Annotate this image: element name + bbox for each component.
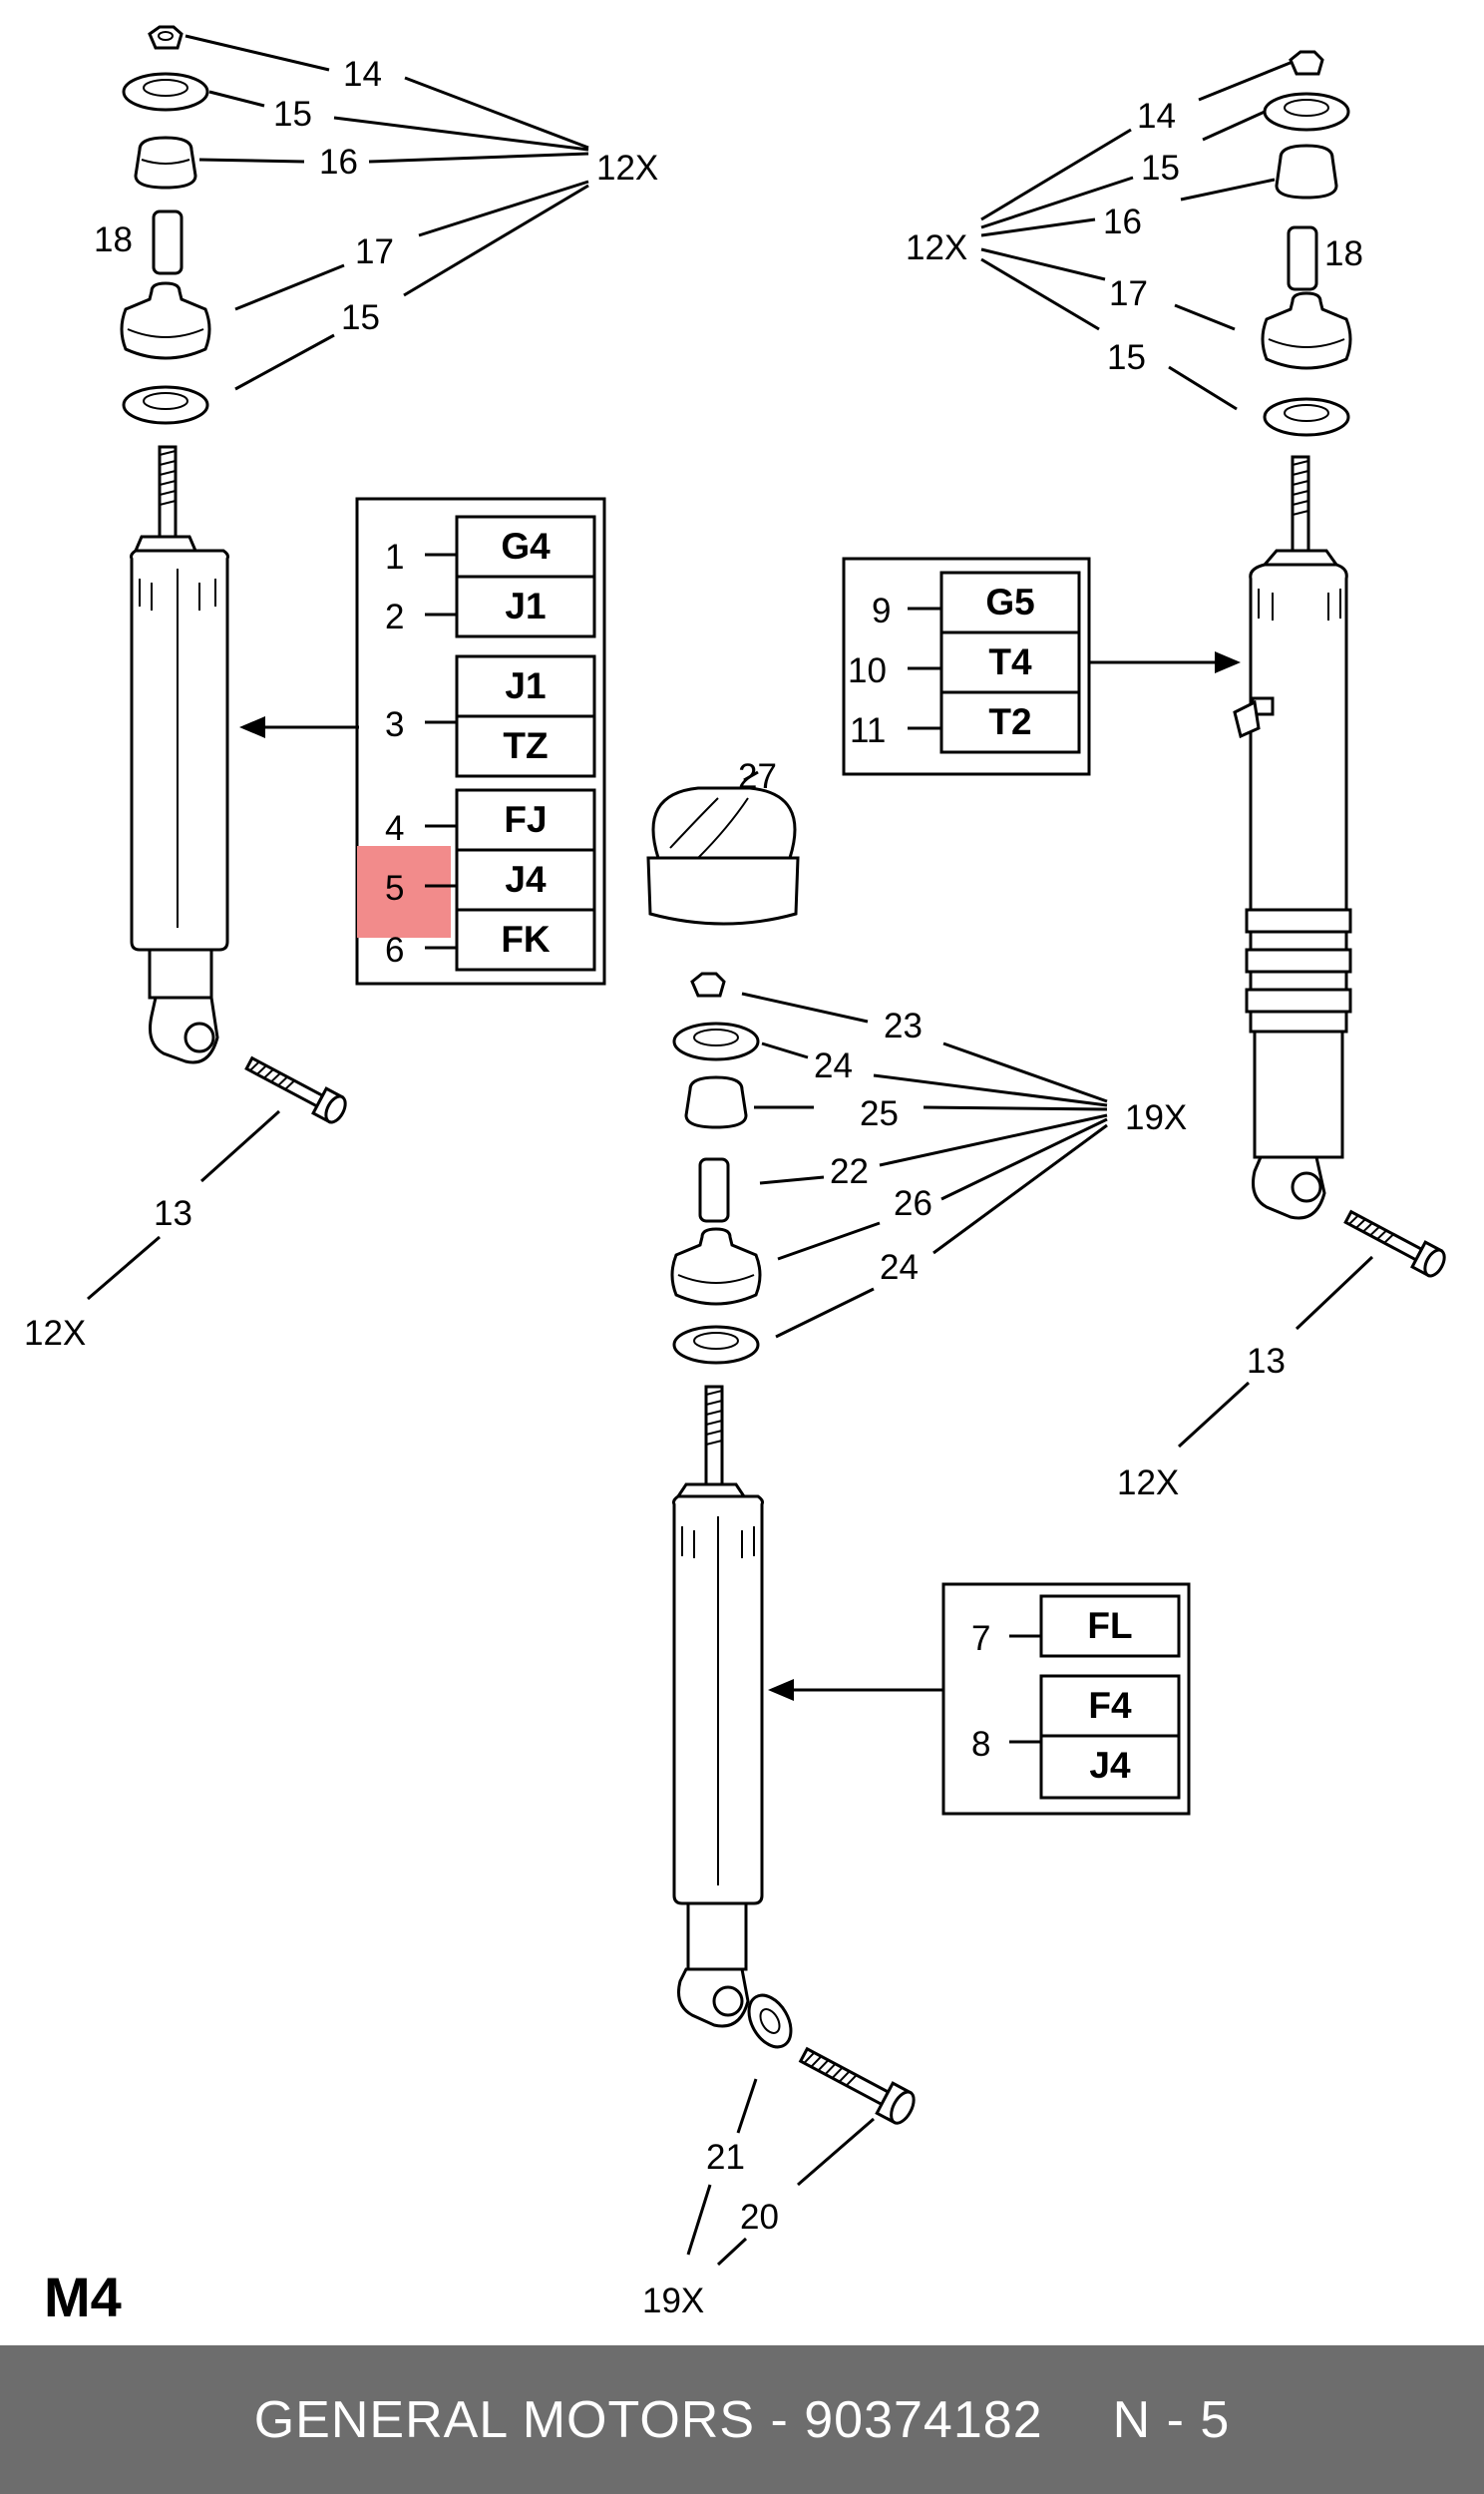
- code-g5: G5: [985, 582, 1034, 623]
- right-leaders: [980, 60, 1374, 1449]
- dust-cap-27: [646, 770, 800, 926]
- callout-25: 25: [860, 1094, 899, 1133]
- callout-13: 13: [154, 1194, 192, 1233]
- code-f4: F4: [1088, 1685, 1132, 1726]
- callout-18: 18: [1324, 234, 1363, 273]
- callout-20: 20: [740, 2198, 779, 2237]
- center-leaders: [686, 992, 1108, 2267]
- callout-23: 23: [884, 1007, 923, 1045]
- exploded-parts-diagram: 14 15 16 18 17 15 12X 13 12X 1 2 3 4 5 6…: [24, 25, 1446, 2328]
- callout-17: 17: [355, 232, 394, 271]
- code-fk: FK: [501, 919, 551, 960]
- code-g4: G4: [501, 526, 551, 567]
- callout-24: 24: [814, 1046, 853, 1085]
- code-labels: G4 J1 J1 TZ FJ J4 FK G5 T4 T2 FL F4 J4: [501, 526, 1132, 1786]
- right-shock-assembly: [1233, 50, 1446, 1278]
- left-shock-assembly: [120, 25, 347, 1124]
- callout-18: 18: [94, 220, 133, 259]
- callout-13: 13: [1247, 1342, 1286, 1381]
- callout-15: 15: [1107, 338, 1146, 377]
- qty-12x: 12X: [1117, 1463, 1179, 1502]
- center-code-table: [941, 1582, 1191, 1816]
- qty-19x: 19X: [1125, 1098, 1187, 1137]
- callout-15: 15: [1141, 149, 1180, 188]
- callout-10: 10: [848, 651, 887, 690]
- left-code-table: [355, 497, 606, 986]
- callout-8: 8: [971, 1725, 990, 1764]
- code-tz: TZ: [503, 725, 548, 766]
- callout-labels: 14 15 16 18 17 15 12X 13 12X 1 2 3 4 5 6…: [24, 55, 1363, 2320]
- center-shock-assembly: [670, 972, 916, 2125]
- callout-22: 22: [830, 1152, 869, 1191]
- callout-15: 15: [341, 298, 380, 337]
- callout-15: 15: [273, 95, 312, 134]
- callout-16: 16: [319, 143, 358, 182]
- code-j4: J4: [505, 859, 547, 900]
- callout-24: 24: [880, 1248, 919, 1287]
- qty-12x: 12X: [906, 228, 967, 267]
- page-code: M4: [44, 2266, 122, 2328]
- footer-separator: -: [770, 2390, 789, 2449]
- footer-page: N - 5: [1112, 2390, 1231, 2449]
- callout-5: 5: [385, 869, 404, 908]
- code-j1: J1: [505, 586, 546, 626]
- callout-27: 27: [738, 757, 777, 796]
- qty-12x: 12X: [24, 1314, 86, 1353]
- callout-11: 11: [850, 711, 886, 750]
- highlight-item-5: [357, 846, 451, 938]
- callout-9: 9: [872, 592, 891, 630]
- footer-brand: GENERAL MOTORS: [253, 2390, 756, 2449]
- callout-21: 21: [706, 2138, 745, 2177]
- callout-3: 3: [385, 705, 404, 744]
- callout-4: 4: [385, 809, 404, 848]
- footer-bar: GENERAL MOTORS - 90374182 N - 5: [0, 2345, 1484, 2494]
- callout-14: 14: [1137, 97, 1176, 136]
- callout-17: 17: [1109, 274, 1148, 313]
- code-j1: J1: [505, 665, 546, 706]
- footer-part-number: 90374182: [804, 2390, 1043, 2449]
- callout-26: 26: [894, 1184, 932, 1223]
- callout-14: 14: [343, 55, 382, 94]
- code-fl: FL: [1087, 1605, 1132, 1646]
- code-j4: J4: [1089, 1745, 1131, 1786]
- qty-12x: 12X: [596, 149, 658, 188]
- callout-7: 7: [971, 1619, 990, 1658]
- callout-2: 2: [385, 598, 404, 636]
- callout-1: 1: [385, 538, 404, 577]
- code-fj: FJ: [504, 799, 547, 840]
- qty-19x: 19X: [642, 2282, 704, 2320]
- right-code-table: [842, 557, 1091, 776]
- code-t4: T4: [988, 641, 1032, 682]
- callout-16: 16: [1103, 203, 1142, 241]
- code-t2: T2: [988, 701, 1031, 742]
- callout-6: 6: [385, 931, 404, 970]
- left-leaders: [87, 34, 589, 1301]
